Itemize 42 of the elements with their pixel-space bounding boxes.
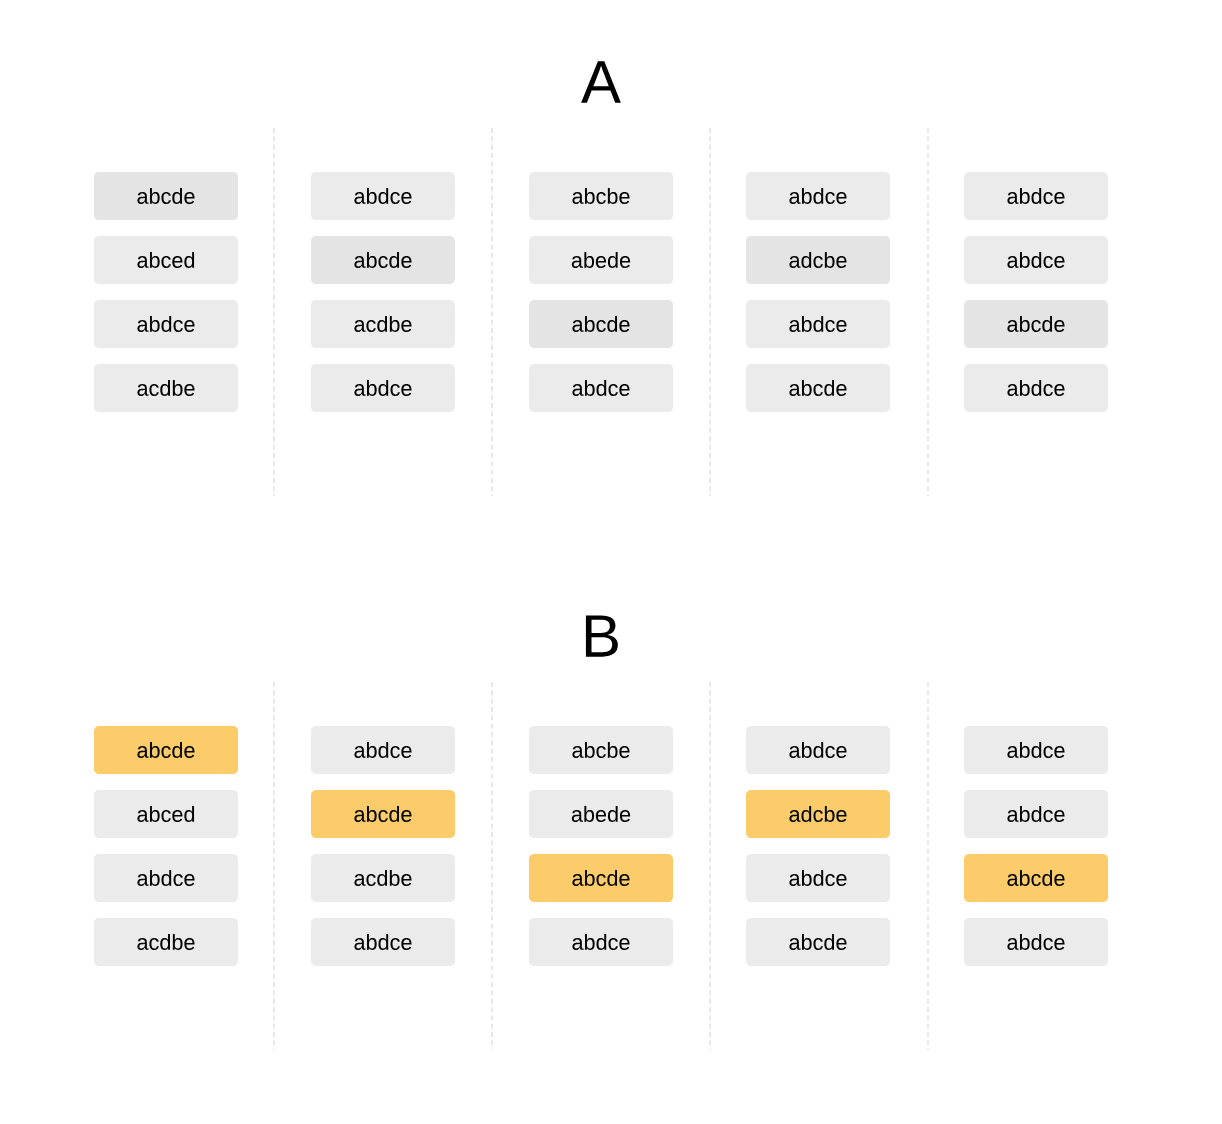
word-box: abdce: [94, 854, 238, 902]
word-box: abdce: [529, 918, 673, 966]
word-box: abede: [529, 790, 673, 838]
word-box: abdce: [746, 854, 890, 902]
word-box: abcde: [529, 854, 673, 902]
word-box: acdbe: [311, 854, 455, 902]
word-box: abdce: [311, 726, 455, 774]
word-box: abdce: [529, 364, 673, 412]
word-box: abced: [94, 790, 238, 838]
word-box: abcde: [746, 364, 890, 412]
word-box: acdbe: [94, 918, 238, 966]
word-box: abced: [94, 236, 238, 284]
word-box: abdce: [746, 172, 890, 220]
word-box: adcbe: [746, 790, 890, 838]
word-box: abcde: [311, 236, 455, 284]
word-box: abdce: [964, 172, 1108, 220]
word-box: abcde: [746, 918, 890, 966]
word-box: abcde: [529, 300, 673, 348]
word-box: abdce: [964, 918, 1108, 966]
word-box: abdce: [311, 918, 455, 966]
word-box: abede: [529, 236, 673, 284]
word-box: acdbe: [94, 364, 238, 412]
word-box: abdce: [964, 790, 1108, 838]
word-box: abcbe: [529, 726, 673, 774]
section-heading: A: [581, 61, 621, 103]
word-box: abdce: [964, 364, 1108, 412]
word-box: abcbe: [529, 172, 673, 220]
word-box: abcde: [964, 854, 1108, 902]
word-box: abcde: [94, 726, 238, 774]
word-box: abcde: [311, 790, 455, 838]
word-box: acdbe: [311, 300, 455, 348]
section-heading: B: [585, 615, 618, 657]
word-box: abdce: [94, 300, 238, 348]
word-box: abdce: [311, 364, 455, 412]
word-box: adcbe: [746, 236, 890, 284]
word-box: abdce: [746, 300, 890, 348]
word-box: abcde: [94, 172, 238, 220]
word-box: abdce: [964, 236, 1108, 284]
word-box: abdce: [964, 726, 1108, 774]
word-box: abdce: [311, 172, 455, 220]
word-box: abdce: [746, 726, 890, 774]
word-box: abcde: [964, 300, 1108, 348]
